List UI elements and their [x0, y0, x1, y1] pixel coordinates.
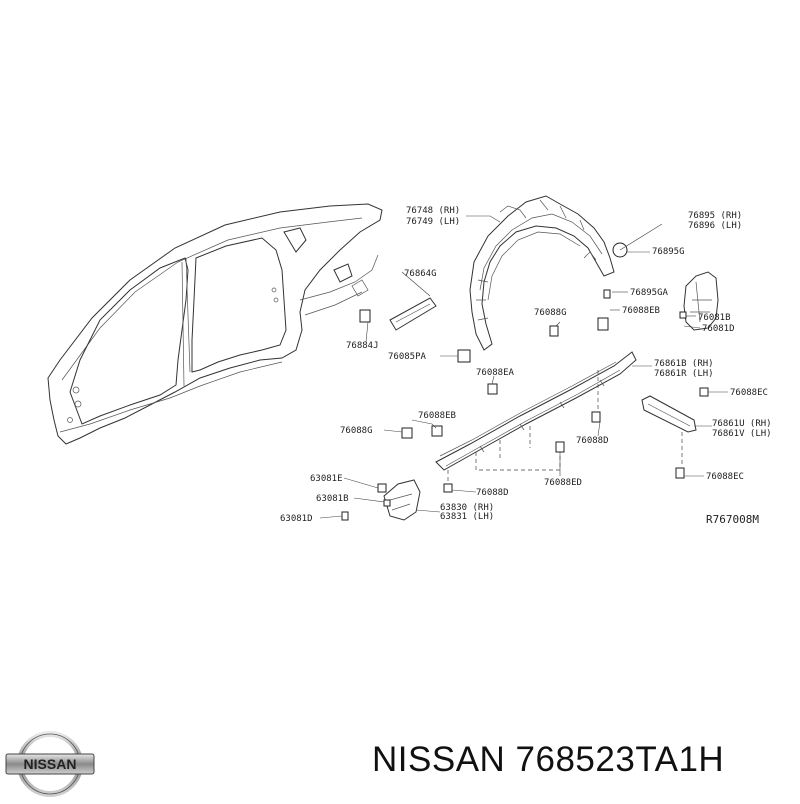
label-76861R: 76861R (LH) [654, 369, 714, 379]
label-76088D-bottom: 76088D [476, 488, 509, 498]
label-76088EB-top: 76088EB [622, 306, 660, 316]
sill-bracket [641, 395, 697, 433]
logo-wordmark: NISSAN [24, 756, 77, 772]
label-76088EA: 76088EA [476, 368, 515, 378]
label-76088ED: 76088ED [544, 478, 582, 488]
trim-piece-76864G [389, 297, 437, 331]
label-76895GA: 76895GA [630, 288, 669, 298]
label-76088EB-mid: 76088EB [418, 411, 456, 421]
label-76861V: 76861V (LH) [712, 429, 772, 439]
label-76085PA: 76085PA [388, 352, 427, 362]
label-76749: 76749 (LH) [406, 217, 460, 227]
diagram-reference-code: R767008M [706, 513, 759, 526]
label-63081D: 63081D [280, 514, 313, 524]
label-76088EC-top: 76088EC [730, 388, 768, 398]
leader-lines [319, 215, 728, 519]
label-76088EC-bottom: 76088EC [706, 472, 744, 482]
wheel-house-liner [469, 195, 615, 351]
label-76748: 76748 (RH) [406, 206, 460, 216]
label-76864G: 76864G [404, 269, 437, 279]
nissan-logo: NISSAN [5, 731, 95, 797]
label-63081E: 63081E [310, 474, 343, 484]
mud-guard-bracket [383, 479, 421, 521]
label-76081D: 76081D [702, 324, 735, 334]
fasteners [341, 242, 709, 521]
part-labels: 76748 (RH) 76749 (LH) 76895 (RH) 76896 (… [280, 206, 772, 526]
label-76088G-top: 76088G [534, 308, 567, 318]
label-63081B: 63081B [316, 494, 349, 504]
label-76088D-right: 76088D [576, 436, 609, 446]
label-63830: 63830 (RH) [440, 503, 494, 513]
label-76896: 76896 (LH) [688, 221, 742, 231]
label-76895G: 76895G [652, 247, 685, 257]
label-63831: 63831 (LH) [440, 512, 494, 522]
part-number-caption: NISSAN 768523TA1H [372, 740, 725, 779]
label-76088G-left: 76088G [340, 426, 373, 436]
label-76081B: 76081B [698, 313, 731, 323]
label-76861U: 76861U (RH) [712, 419, 772, 429]
sill-moulding [435, 351, 637, 471]
body-side-panel [47, 203, 383, 445]
label-76884J: 76884J [346, 341, 379, 351]
label-76861B: 76861B (RH) [654, 359, 714, 369]
label-76895: 76895 (RH) [688, 211, 742, 221]
